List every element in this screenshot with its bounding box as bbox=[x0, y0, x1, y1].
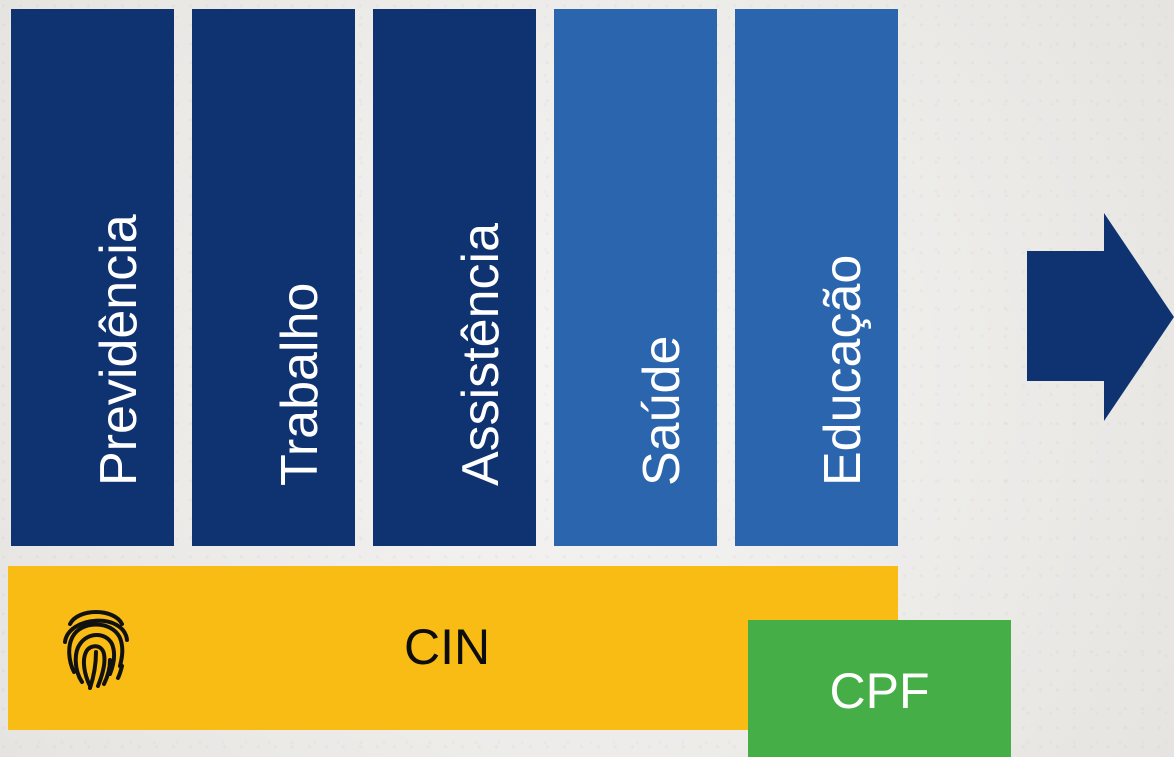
pillar-label: Previdência bbox=[89, 214, 148, 486]
pillar-assistencia: Assistência bbox=[373, 9, 536, 546]
pillar-label: Saúde bbox=[632, 335, 691, 486]
pillar-educacao: Educação bbox=[735, 9, 898, 546]
cin-label: CIN bbox=[404, 619, 491, 675]
cpf-box: CPF bbox=[748, 620, 1011, 757]
fingerprint-icon bbox=[63, 610, 129, 690]
cpf-label: CPF bbox=[829, 663, 930, 719]
pillar-saude: Saúde bbox=[554, 9, 717, 546]
pillar-trabalho: Trabalho bbox=[192, 9, 355, 546]
arrow-right-icon bbox=[1027, 213, 1174, 421]
pillar-previdencia: Previdência bbox=[11, 9, 174, 546]
pillar-label: Educação bbox=[813, 254, 872, 486]
pillar-label: Trabalho bbox=[270, 282, 329, 486]
pillar-label: Assistência bbox=[451, 223, 510, 486]
